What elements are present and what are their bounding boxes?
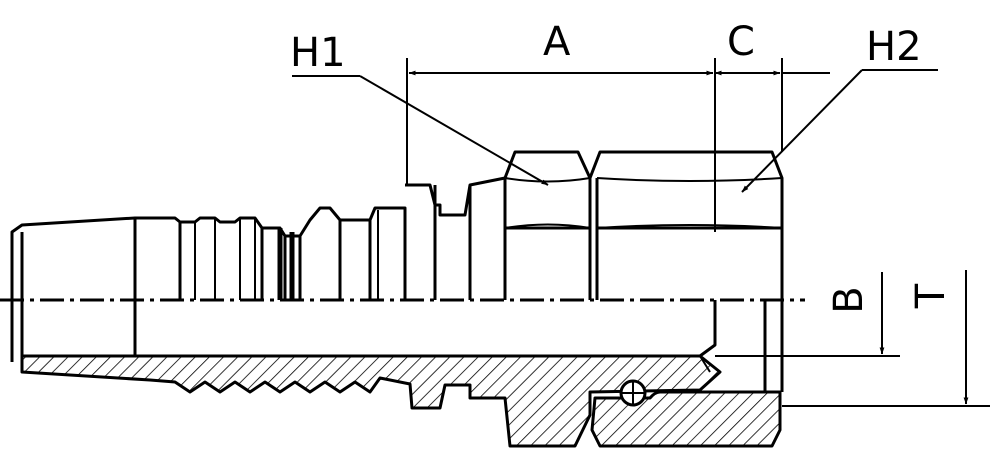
tail-wall-section	[20, 354, 722, 448]
nut-section	[590, 390, 782, 448]
h1-leader	[359, 75, 549, 186]
label-h1: H1	[290, 30, 346, 76]
hex-h1	[503, 150, 592, 300]
label-t: T	[908, 283, 954, 309]
label-h2: H2	[866, 24, 922, 70]
label-a: A	[543, 19, 571, 65]
serrations	[135, 206, 407, 300]
label-c: C	[727, 19, 755, 65]
hex-h2	[588, 150, 784, 300]
tail-outline	[10, 216, 137, 362]
section-view	[20, 354, 782, 448]
h2-leader	[741, 69, 863, 193]
dimensions	[292, 58, 990, 407]
outline-view	[10, 150, 784, 392]
label-b: B	[826, 286, 872, 313]
collar	[405, 176, 506, 217]
